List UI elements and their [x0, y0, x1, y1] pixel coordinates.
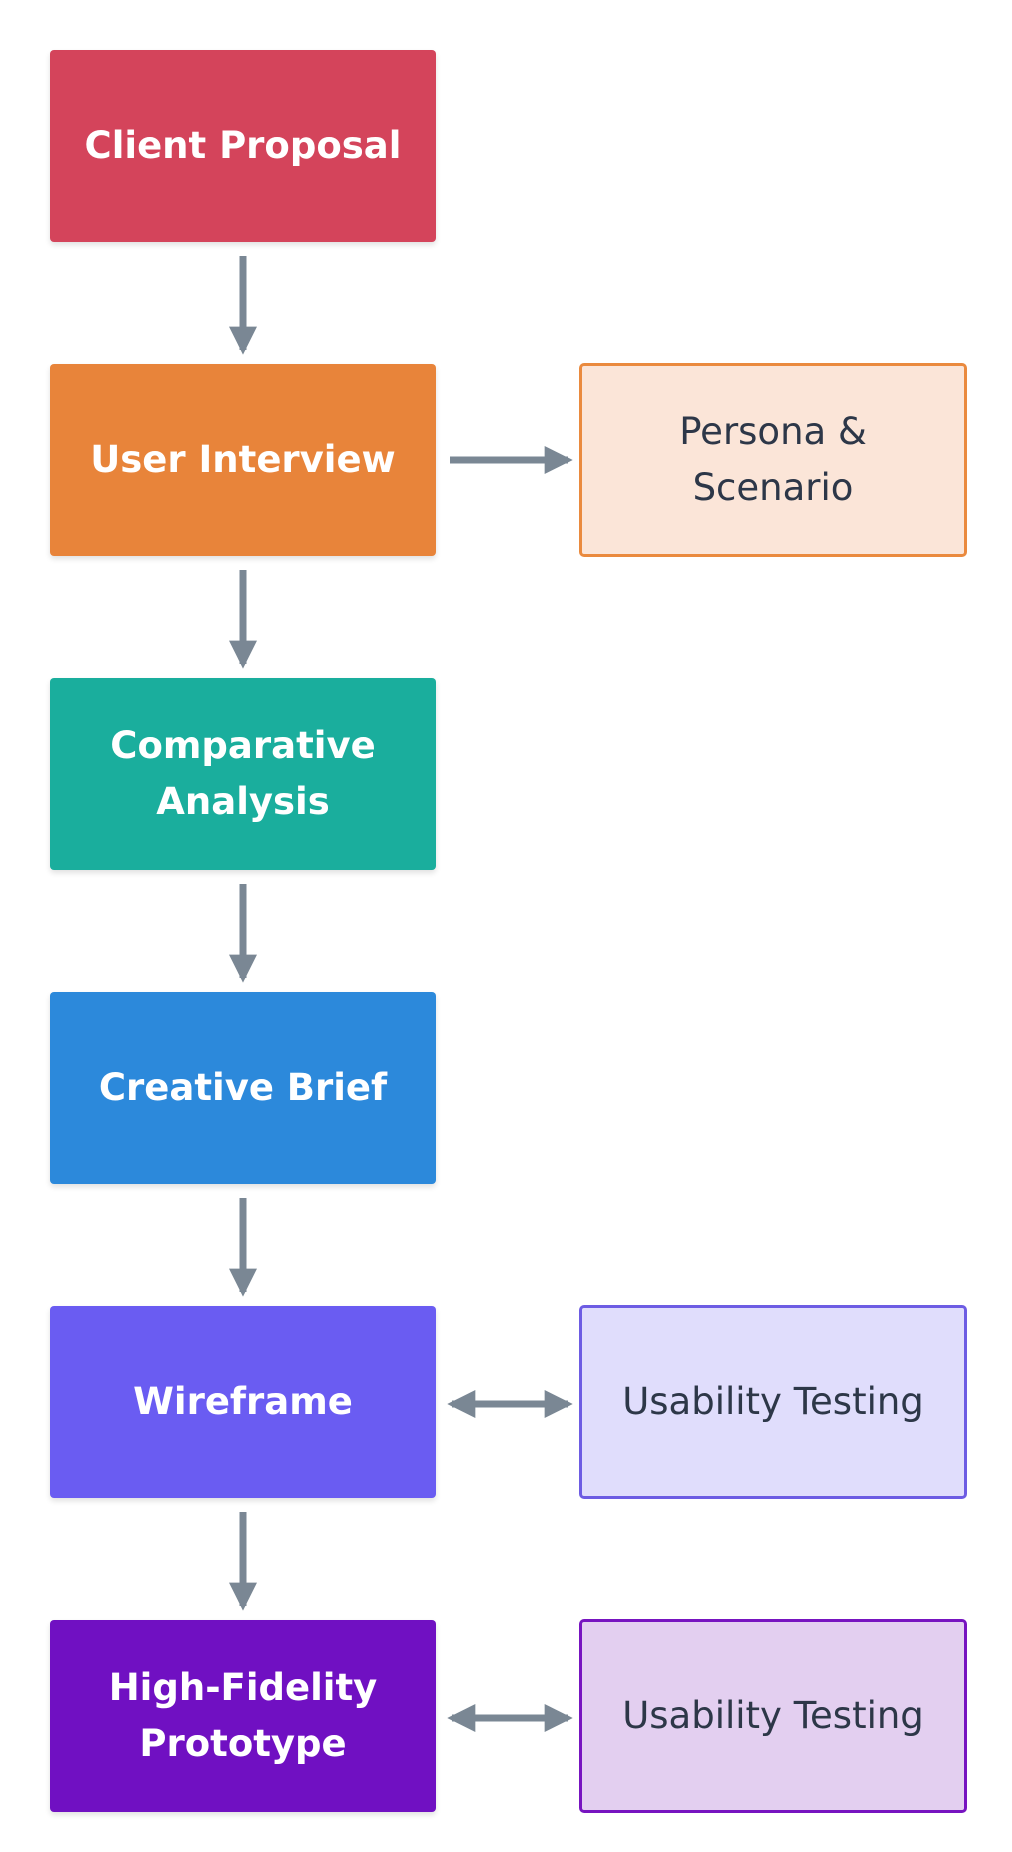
node-usability-testing-prototype: Usability Testing — [579, 1619, 967, 1813]
node-client-proposal-label: Client Proposal — [84, 124, 402, 167]
node-persona-scenario-label: Persona &Scenario — [679, 410, 867, 509]
node-user-interview-label: User Interview — [90, 438, 396, 481]
node-creative-brief-label: Creative Brief — [98, 1066, 388, 1109]
node-usability-testing-wireframe-label: Usability Testing — [622, 1380, 924, 1423]
node-persona-scenario: Persona &Scenario — [579, 363, 967, 557]
node-user-interview: User Interview — [50, 364, 436, 556]
node-wireframe: Wireframe — [50, 1306, 436, 1498]
node-usability-testing-prototype-label: Usability Testing — [622, 1694, 924, 1737]
node-wireframe-label: Wireframe — [133, 1380, 353, 1423]
node-creative-brief: Creative Brief — [50, 992, 436, 1184]
node-client-proposal: Client Proposal — [50, 50, 436, 242]
node-usability-testing-wireframe: Usability Testing — [579, 1305, 967, 1499]
